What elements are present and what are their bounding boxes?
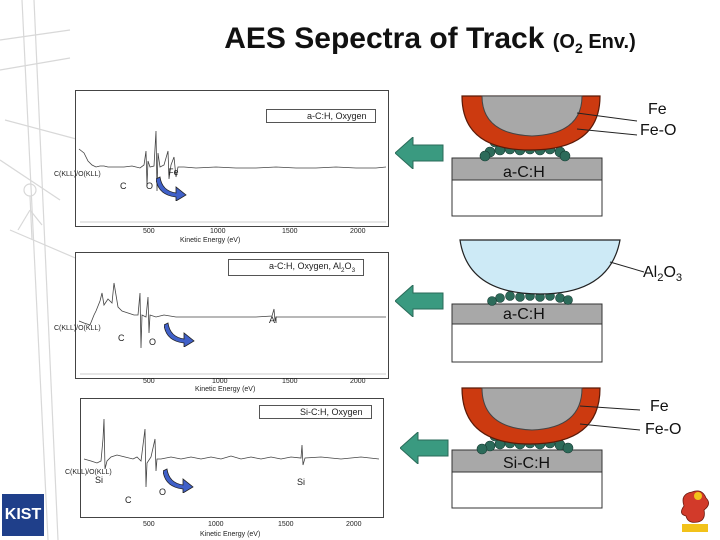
spectrum-panel-3: Si-C:H, Oxygen C(KLL)/O(KLL) Si C O Si	[65, 398, 384, 518]
peak-label-o: O	[159, 487, 167, 497]
x-tick: 2000	[350, 228, 366, 235]
peak-label-fe: Fe	[168, 167, 179, 177]
pointer-line	[609, 261, 645, 273]
peak-label-al: Al	[269, 315, 278, 325]
x-axis-title: Kinetic Energy (eV)	[195, 386, 256, 393]
schematic-1	[451, 95, 603, 217]
spectrum-legend: Si-C:H, Oxygen	[259, 405, 372, 419]
page-title: AES Sepectra of Track (O2 Env.)	[224, 22, 636, 56]
spectrum-legend: a-C:H, Oxygen, Al2O3	[228, 259, 365, 276]
peak-label-si: Si	[95, 475, 104, 485]
background-utility-pole	[0, 0, 81, 540]
film-label: a-C:H	[503, 306, 545, 323]
x-tick: 1500	[282, 378, 298, 385]
peak-label-o: O	[146, 181, 154, 191]
peak-label-c: C	[125, 495, 132, 505]
film-label: a-C:H	[503, 164, 545, 181]
spectrum-trace	[78, 282, 386, 375]
spectrum-panel-2: a-C:H, Oxygen, Al2O3 C(KLL)/O(KLL) C O A…	[54, 252, 389, 379]
x-tick: 500	[143, 378, 155, 385]
peak-arrow-icon	[164, 322, 195, 347]
label-fe-o: Fe-O	[645, 421, 682, 438]
film-label: Si-C:H	[503, 455, 551, 472]
peak-label-c: C	[118, 333, 125, 343]
x-tick: 1500	[282, 228, 298, 235]
kist-logo: KIST	[2, 494, 44, 536]
mascot-logo	[681, 490, 709, 532]
peak-arrow-icon	[156, 176, 187, 201]
left-arrow-icon	[395, 137, 444, 169]
x-tick: 2000	[346, 521, 362, 528]
x-tick: 500	[143, 228, 155, 235]
x-tick: 1000	[212, 378, 228, 385]
label-fe: Fe	[650, 398, 669, 415]
x-axis-title: Kinetic Energy (eV)	[200, 531, 261, 538]
x-tick: 1500	[278, 521, 294, 528]
x-tick: 2000	[350, 378, 366, 385]
left-arrow-icon	[395, 285, 444, 317]
spectrum-panel-1: a-C:H, Oxygen C(KLL)/O(KLL) C O Fe	[54, 90, 389, 227]
spectrum-legend: a-C:H, Oxygen	[266, 109, 376, 123]
x-axis-title: Kinetic Energy (eV)	[180, 237, 241, 244]
peak-arrow-icon	[163, 468, 194, 493]
spectrum-trace	[78, 130, 387, 223]
y-axis-label: C(KLL)/O(KLL)	[54, 325, 101, 332]
label-fe: Fe	[648, 101, 667, 118]
peak-label-si-2: Si	[297, 477, 306, 487]
pointer-lines	[576, 112, 638, 136]
schematic-3	[451, 387, 603, 509]
schematic-2	[451, 239, 621, 363]
x-tick: 1000	[208, 521, 224, 528]
label-fe-o: Fe-O	[640, 122, 677, 139]
peak-label-c: C	[120, 181, 127, 191]
peak-label-o: O	[149, 337, 157, 347]
y-axis-label: C(KLL)/O(KLL)	[65, 469, 112, 476]
y-axis-label: C(KLL)/O(KLL)	[54, 171, 101, 178]
pointer-lines	[579, 405, 641, 431]
x-tick: 500	[143, 521, 155, 528]
spectrum-trace	[83, 418, 380, 488]
label-al2o3: Al2O3	[643, 264, 683, 285]
x-tick: 1000	[210, 228, 226, 235]
left-arrow-icon	[400, 432, 449, 464]
